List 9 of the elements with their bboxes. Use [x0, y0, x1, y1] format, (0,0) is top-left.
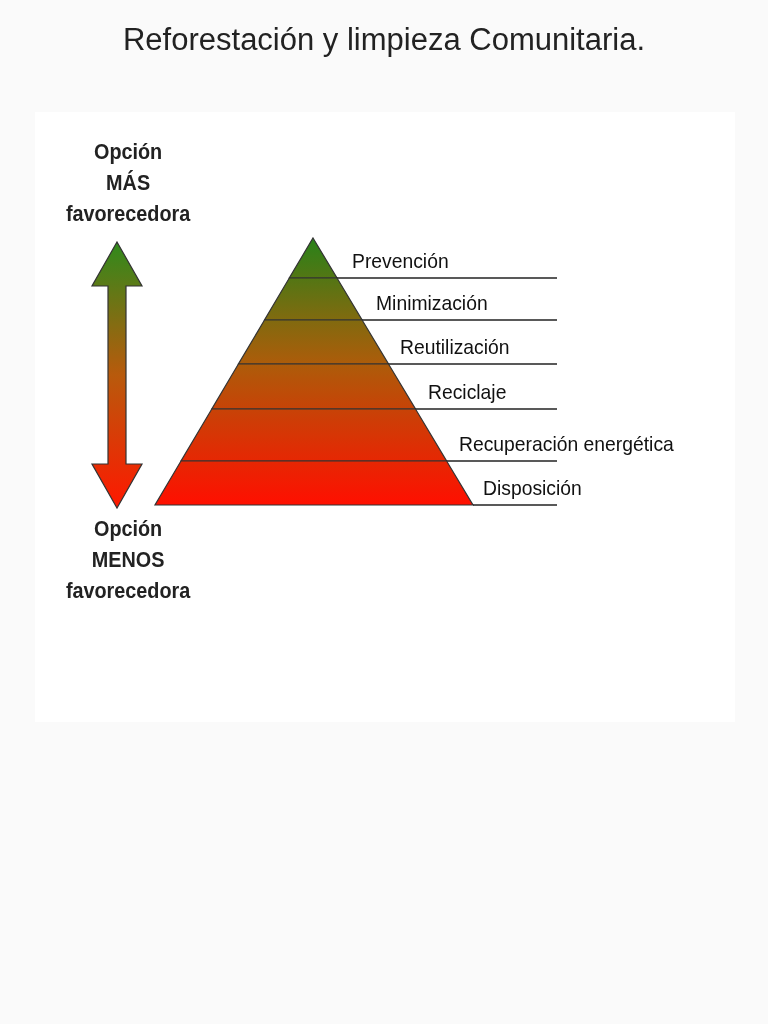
level-label: Reciclaje — [428, 380, 507, 404]
level-label: Disposición — [483, 476, 582, 500]
level-label: Reutilización — [400, 335, 510, 359]
scale-label: Opción MENOS favorecedora — [65, 515, 191, 605]
scale-label: Opción MÁS favorecedora — [65, 138, 191, 228]
level-label: Prevención — [352, 249, 449, 273]
level-label: Recuperación energética — [459, 432, 674, 456]
title: Reforestación y limpieza Comunitaria. — [121, 22, 647, 58]
level-label: Minimización — [376, 291, 488, 315]
